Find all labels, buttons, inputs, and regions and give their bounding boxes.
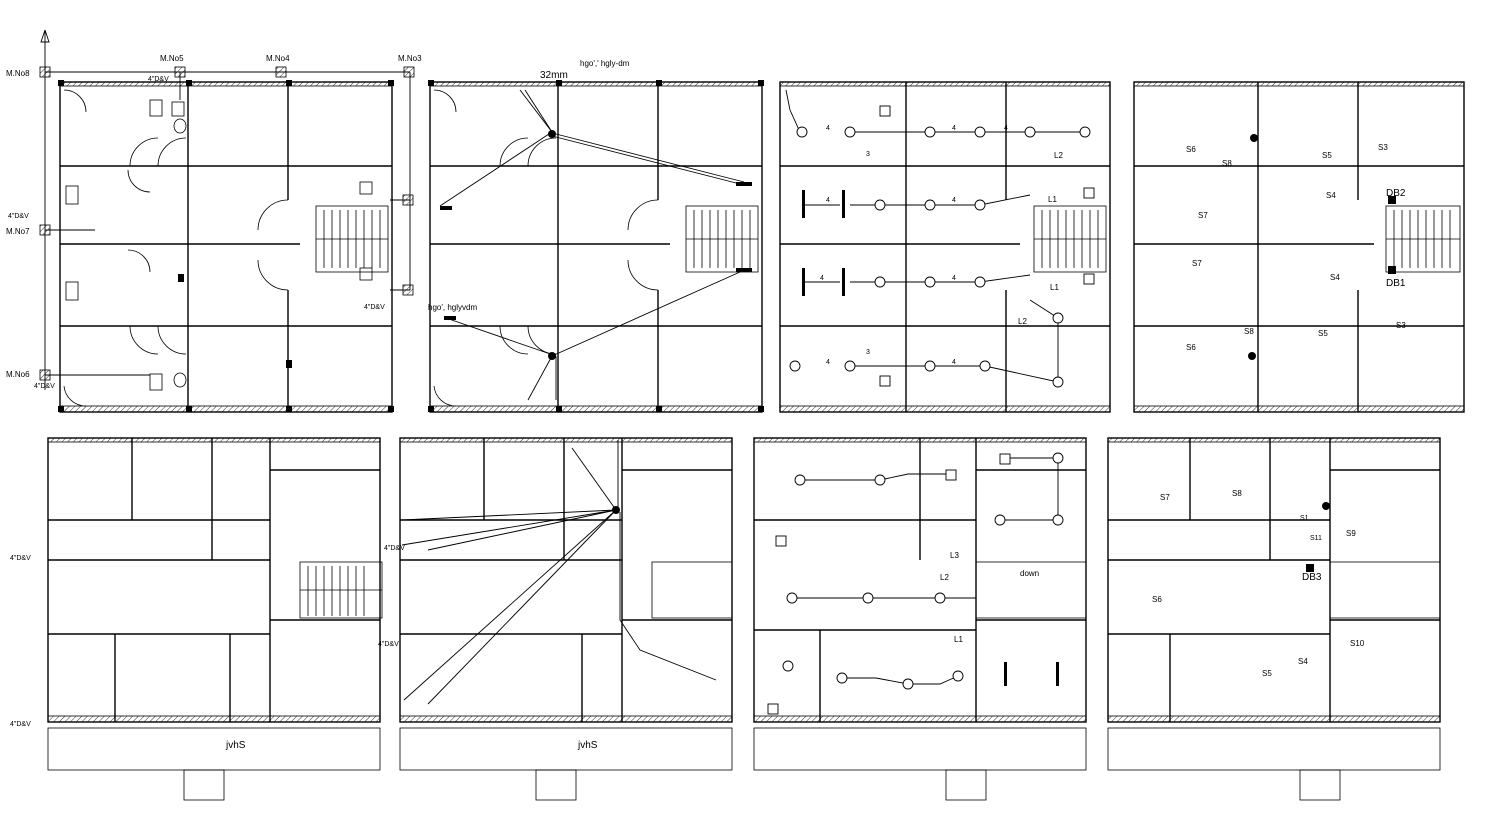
switch-label-s3: S3: [1378, 143, 1388, 152]
switch-label-s6: S6: [1152, 595, 1162, 604]
note-top: hgo',' hgly-dm: [580, 59, 630, 68]
db1-label: DB1: [1386, 278, 1406, 289]
switch-label-s6: S6: [1186, 145, 1196, 154]
lamp-label-l1: L1: [954, 635, 963, 644]
switch-label-s7: S7: [1192, 259, 1202, 268]
note-mid: hgo', hglyvdm: [428, 303, 477, 312]
circuit-number: 4: [1004, 125, 1008, 132]
plan-6-ground-conduit: jvhS 4"D&V: [384, 437, 733, 801]
pipe-label: 4"D&V: [378, 641, 399, 648]
circuit-number: 4: [952, 359, 956, 366]
switch-label-s7: S7: [1198, 211, 1208, 220]
switch-label-s1: S1: [1300, 515, 1309, 522]
switch-label-s8: S8: [1244, 327, 1254, 336]
pipe-label: 4"D&V: [34, 383, 55, 390]
plan-7-ground-lighting: down L3 L2 L1: [753, 437, 1087, 801]
meter-6-label: M.No6: [6, 370, 30, 379]
plan-8-ground-sockets: DB3 S7 S8 S11 S9 S6 S10 S5 S4 S1: [1107, 437, 1441, 801]
switch-label-s7: S7: [1160, 493, 1170, 502]
switch-label-s6: S6: [1186, 343, 1196, 352]
switch-label-s4: S4: [1330, 273, 1340, 282]
lamp-label-l2: L2: [940, 573, 949, 582]
pipe-label: 4"D&V: [10, 555, 31, 562]
switch-label-s5: S5: [1262, 669, 1272, 678]
stair-down-label: down: [1020, 569, 1039, 578]
meter-8-label: M.No8: [6, 69, 30, 78]
circuit-number: 4: [952, 275, 956, 282]
switch-label-s11: S11: [1310, 535, 1322, 542]
switch-label-s8: S8: [1222, 159, 1232, 168]
plan-3-lighting: L2 L1 L1 L2 4 4 4 4 4 4 4 4 4 3 3: [779, 81, 1111, 413]
switch-label-s9: S9: [1346, 529, 1356, 538]
switch-label-s4: S4: [1326, 191, 1336, 200]
switch-label-s4: S4: [1298, 657, 1308, 666]
meter-3-label: M.No3: [398, 54, 422, 63]
balcony-label: jvhS: [577, 740, 598, 751]
circuit-number: 4: [952, 197, 956, 204]
switch-label-s10: S10: [1350, 639, 1365, 648]
switch-label-s3: S3: [1396, 321, 1406, 330]
meter-5-label: M.No5: [160, 54, 184, 63]
switch-label-s5: S5: [1322, 151, 1332, 160]
switch-label-s8: S8: [1232, 489, 1242, 498]
plan-2-conduit: 32mm hgo',' hgly-dm hgo', hglyvdm: [428, 59, 764, 413]
circuit-number: 4: [826, 359, 830, 366]
lamp-label-l2: L2: [1054, 151, 1063, 160]
circuit-number: 4: [952, 125, 956, 132]
lamp-label-l3: L3: [950, 551, 959, 560]
db2-label: DB2: [1386, 188, 1406, 199]
circuit-number: 3: [866, 349, 870, 356]
lamp-label-l2: L2: [1018, 317, 1027, 326]
pipe-label: 4"D&V: [364, 304, 385, 311]
balcony-label: jvhS: [225, 740, 246, 751]
switch-label-s5: S5: [1318, 329, 1328, 338]
plan-1-plumbing: M.No8 M.No5 M.No4 M.No3 M.No7 M.No6 4"D&…: [6, 29, 422, 413]
circuit-number: 3: [866, 151, 870, 158]
circuit-number: 4: [826, 197, 830, 204]
plan-4-sockets: DB2 DB1 S6 S8 S5 S3 S4 S7 S7 S4 S3 S8 S5…: [1133, 81, 1465, 413]
meter-7-label: M.No7: [6, 227, 30, 236]
pipe-label: 4"D&V: [8, 213, 29, 220]
meter-4-label: M.No4: [266, 54, 290, 63]
lamp-label-l1: L1: [1050, 283, 1059, 292]
lamp-label-l1: L1: [1048, 195, 1057, 204]
circuit-number: 4: [826, 125, 830, 132]
pipe-label: 4"D&V: [10, 721, 31, 728]
db3-label: DB3: [1302, 572, 1322, 583]
circuit-number: 4: [820, 275, 824, 282]
plan-5-ground-plumbing: jvhS 4"D&V 4"D&V 4"D&V: [10, 437, 399, 801]
pipe-label: 4"D&V: [384, 545, 405, 552]
pipe-size-label: 32mm: [540, 70, 568, 81]
pipe-label: 4"D&V: [148, 76, 169, 83]
